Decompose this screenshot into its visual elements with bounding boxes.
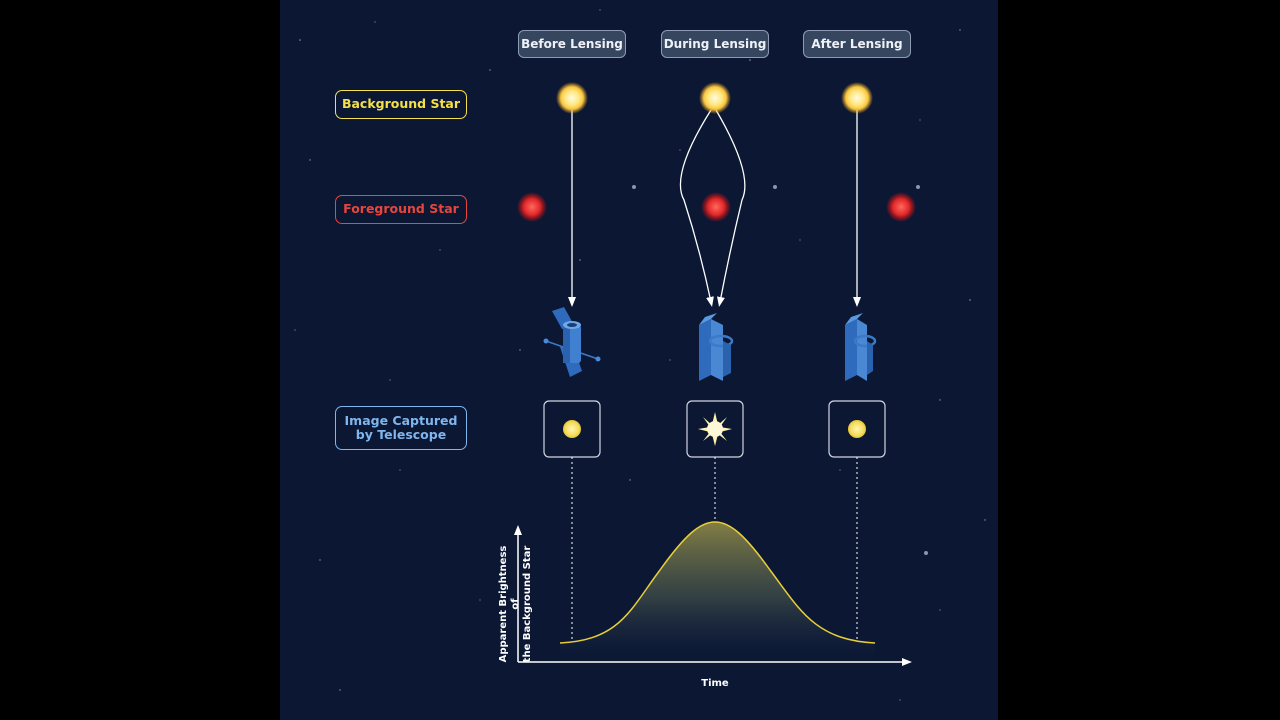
foreground-star-before (517, 192, 547, 222)
light-ray-during-left (679, 109, 714, 307)
y-axis-label-line2: the Background Star (522, 545, 533, 663)
telescope-icon (699, 313, 734, 381)
foreground-star-during (701, 192, 731, 222)
row-label-foreground-star: Foreground Star (335, 195, 467, 224)
diagram-panel: Before Lensing During Lensing After Lens… (280, 0, 998, 720)
lensing-diagram (294, 9, 986, 701)
background-star-after (841, 82, 873, 114)
telescope-icon (543, 307, 601, 377)
y-axis-label: Apparent Brightness of the Background St… (498, 539, 533, 669)
brightness-curve (559, 521, 876, 644)
starburst-icon (698, 412, 732, 446)
bright-dots (632, 185, 928, 555)
captured-star-before (563, 420, 581, 438)
row-label-image-captured: Image Captured by Telescope (335, 406, 467, 450)
telescope-icon (845, 313, 877, 381)
captured-star-after (848, 420, 866, 438)
x-axis-label: Time (701, 678, 729, 689)
phase-label-before: Before Lensing (518, 30, 626, 58)
brightness-curve-fill (560, 522, 875, 662)
background-star-during (699, 82, 731, 114)
background-star-before (556, 82, 588, 114)
starfield (294, 9, 986, 701)
foreground-star-after (886, 192, 916, 222)
y-axis-label-line1: Apparent Brightness of (498, 545, 521, 663)
phase-label-after: After Lensing (803, 30, 911, 58)
phase-label-during: During Lensing (661, 30, 769, 58)
light-ray-during-right (715, 109, 746, 307)
row-label-background-star: Background Star (335, 90, 467, 119)
